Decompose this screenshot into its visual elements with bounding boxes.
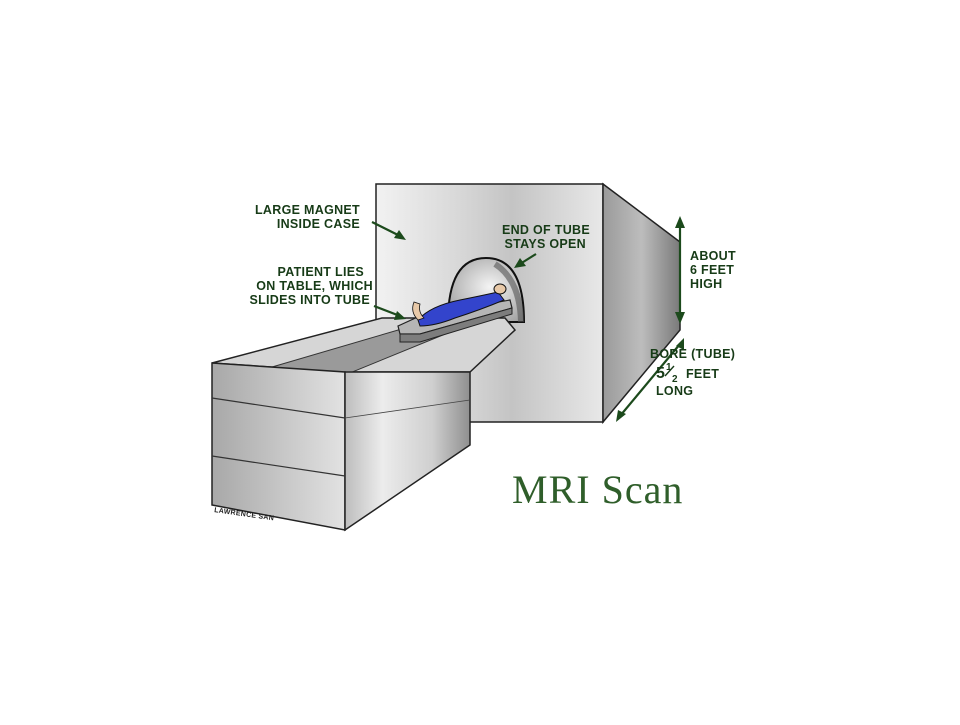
patient-head [493,283,507,295]
arrowhead-tube-end [514,258,526,268]
label-height: ABOUT 6 FEET HIGH [675,216,736,324]
arrowhead-height-top [675,216,685,228]
label-end-of-tube: END OF TUBE STAYS OPEN [502,223,590,268]
label-large-magnet: LARGE MAGNET INSIDE CASE [255,203,406,240]
arrowhead-bore-bottom [616,410,626,422]
arrow-magnet [371,221,401,237]
label-bore-line-1: BORE (TUBE) [650,347,735,361]
label-bore-den: 2 [672,374,678,385]
arrowhead-magnet [394,230,406,240]
label-bore-line-3: LONG [656,384,693,398]
patient-gown [417,291,505,327]
patient-legs [412,301,425,321]
arrowhead-height-bottom [675,312,685,324]
label-patient-line-1: PATIENT LIES [278,265,364,279]
label-height-line-1: ABOUT [690,249,736,263]
label-bore-length: BORE (TUBE) 5 1 2 FEET LONG [616,338,735,422]
arrowhead-bore-top [676,338,684,350]
label-bore-feet: FEET [686,367,719,381]
label-tube-end-line-2: STAYS OPEN [505,237,587,251]
arrow-patient [373,304,401,318]
patient-figure [412,283,507,327]
label-patient-line-3: SLIDES INTO TUBE [249,293,370,307]
label-tube-end-line-1: END OF TUBE [502,223,590,237]
label-height-line-3: HIGH [690,277,722,291]
table-base-front [211,362,346,531]
label-height-line-2: 6 FEET [690,263,734,277]
label-patient-lies: PATIENT LIES ON TABLE, WHICH SLIDES INTO… [249,265,406,320]
label-patient-line-2: ON TABLE, WHICH [256,279,373,293]
magnet-case-side [602,182,681,425]
patient-table-base [211,317,517,532]
label-magnet-line-1: LARGE MAGNET [255,203,360,217]
label-bore-num: 1 [666,362,672,373]
arrow-bore-line [619,343,681,417]
label-bore-whole: 5 [656,365,665,382]
label-magnet-line-2: INSIDE CASE [277,217,360,231]
arrowhead-patient [394,311,406,320]
table-base-side [344,371,471,532]
diagram-title: MRI Scan [512,467,683,512]
